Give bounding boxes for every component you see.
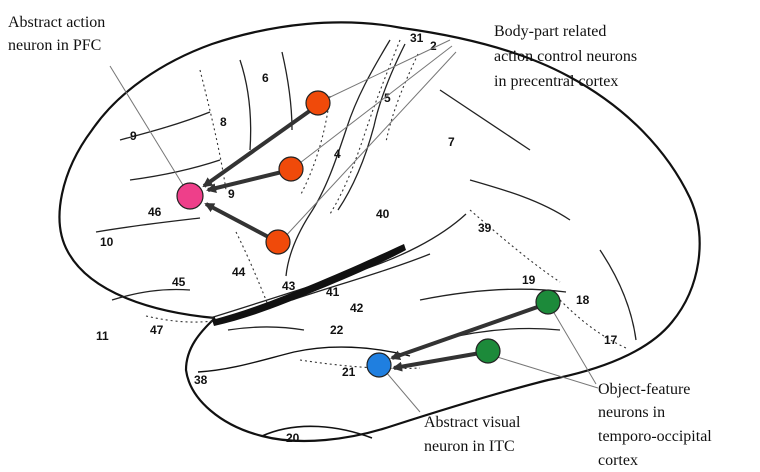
caption-object-line1: Object-feature — [598, 381, 690, 398]
area-22: 22 — [330, 323, 344, 337]
caption-object-line2: neurons in — [598, 404, 665, 421]
area-47: 47 — [150, 323, 164, 337]
area-18: 18 — [576, 293, 590, 307]
caption-itc: Abstract visual neuron in ITC — [424, 414, 521, 455]
caption-body: Body-part related action control neurons… — [494, 23, 637, 90]
neuron-object-1 — [536, 290, 560, 314]
neuron-object-2 — [476, 339, 500, 363]
area-38: 38 — [194, 373, 208, 387]
area-44: 44 — [232, 265, 246, 279]
area-8: 8 — [220, 115, 227, 129]
area-2: 2 — [430, 39, 437, 53]
neuron-motor-2 — [279, 157, 303, 181]
caption-pfc-line2: neuron in PFC — [8, 37, 101, 54]
caption-body-line3: in precentral cortex — [494, 73, 618, 90]
area-11: 11 — [96, 329, 109, 343]
area-45: 45 — [172, 275, 186, 289]
area-9b: 9 — [228, 187, 235, 201]
area-42: 42 — [350, 301, 364, 315]
pointer-lines — [110, 40, 598, 412]
arrows — [204, 105, 546, 368]
area-17: 17 — [604, 333, 618, 347]
area-10: 10 — [100, 235, 114, 249]
caption-object-line3: temporo-occipital — [598, 428, 712, 445]
neuron-motor-3 — [266, 230, 290, 254]
area-19: 19 — [522, 273, 536, 287]
caption-pfc: Abstract action neuron in PFC — [8, 14, 105, 54]
area-6: 6 — [262, 71, 269, 85]
area-21: 21 — [342, 365, 356, 379]
area-4: 4 — [334, 147, 341, 161]
area-41: 41 — [326, 285, 340, 299]
caption-itc-line1: Abstract visual — [424, 414, 521, 431]
area-9a: 9 — [130, 129, 137, 143]
sylvian-fissure — [212, 244, 406, 326]
neuron-pfc — [177, 183, 203, 209]
caption-object: Object-feature neurons in temporo-occipi… — [598, 381, 712, 469]
neurons — [177, 91, 560, 377]
caption-itc-line2: neuron in ITC — [424, 438, 515, 455]
caption-body-line2: action control neurons — [494, 48, 637, 65]
area-39: 39 — [478, 221, 492, 235]
area-40: 40 — [376, 207, 390, 221]
caption-body-line1: Body-part related — [494, 23, 606, 40]
neuron-itc — [367, 353, 391, 377]
area-7: 7 — [448, 135, 455, 149]
area-43: 43 — [282, 279, 296, 293]
caption-object-line4: cortex — [598, 452, 638, 469]
caption-pfc-line1: Abstract action — [8, 14, 105, 31]
neuron-motor-1 — [306, 91, 330, 115]
area-20: 20 — [286, 431, 300, 445]
area-46: 46 — [148, 205, 162, 219]
area-31: 31 — [410, 31, 424, 45]
